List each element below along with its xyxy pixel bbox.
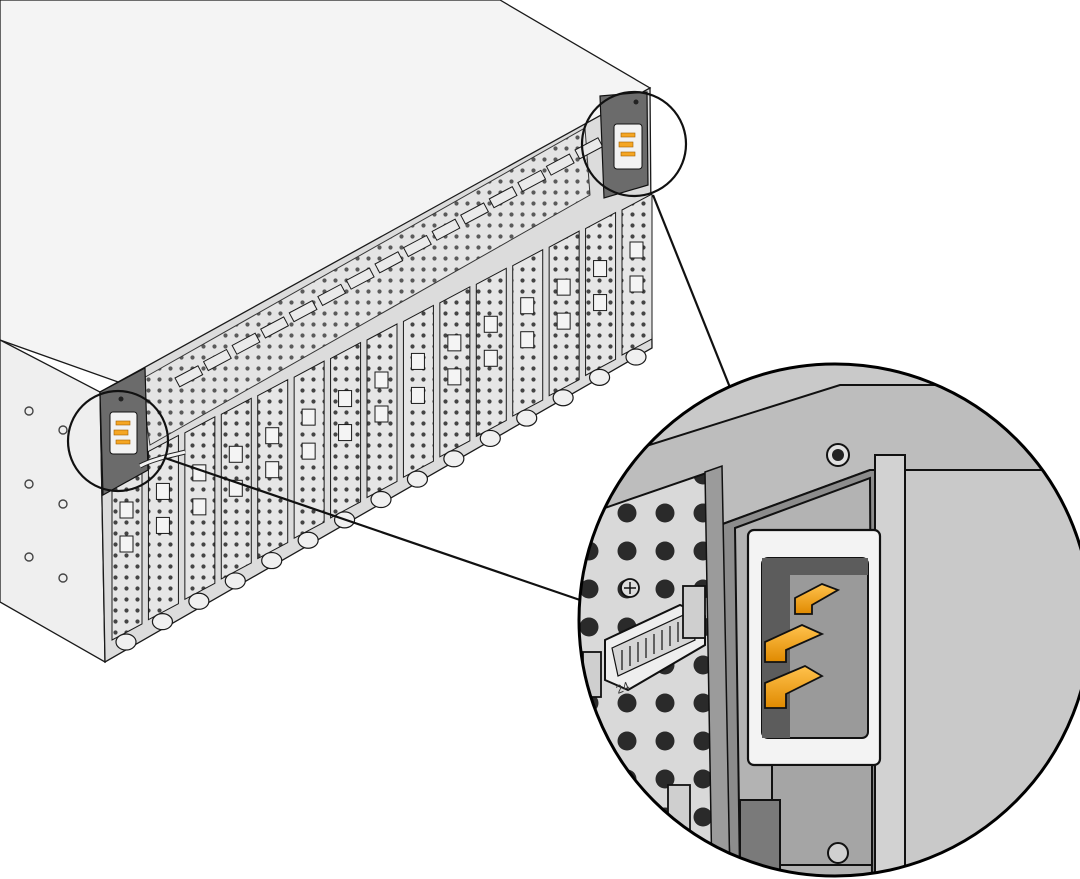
- network-port: [410, 386, 425, 404]
- network-port: [374, 405, 389, 423]
- network-port: [119, 501, 134, 519]
- upper-connector: [317, 283, 347, 307]
- callout-markers: [66, 90, 735, 602]
- leader-line-left: [164, 456, 581, 602]
- card-thumbscrew: [224, 572, 246, 590]
- network-port: [556, 278, 571, 296]
- card-thumbscrew: [188, 592, 210, 610]
- magnified-view: 24: [577, 362, 1080, 878]
- upper-connector: [174, 365, 204, 388]
- upper-connector: [431, 218, 461, 241]
- side-screw-holes: [24, 406, 68, 583]
- io-card: [621, 193, 653, 356]
- io-card-slots: [111, 137, 653, 651]
- network-port: [301, 442, 316, 460]
- callout-circle-right: [580, 90, 688, 198]
- network-port: [593, 294, 608, 312]
- upper-connector: [260, 316, 290, 339]
- network-port: [374, 371, 389, 389]
- card-thumbscrew: [370, 490, 392, 509]
- upper-connector: [545, 153, 575, 176]
- leader-line-right: [651, 194, 735, 396]
- network-port: [447, 334, 462, 352]
- port-number-label: 24: [614, 679, 632, 697]
- ac-power-inlet-icon: [113, 420, 131, 445]
- ac-power-inlet-icon: [764, 583, 841, 709]
- upper-connector: [202, 348, 232, 372]
- card-thumbscrew: [588, 368, 611, 386]
- network-port: [265, 461, 280, 479]
- network-port: [483, 349, 498, 367]
- magnifier-circle: [577, 362, 1080, 878]
- card-thumbscrew: [297, 531, 319, 549]
- card-thumbscrew: [443, 450, 465, 468]
- power-inlet-left: [99, 367, 186, 497]
- upper-connector: [288, 299, 318, 323]
- network-port: [192, 498, 207, 516]
- upper-connector: [402, 234, 432, 258]
- ac-power-inlet-icon: [618, 132, 636, 157]
- upper-connector: [374, 251, 404, 274]
- sfp-port: 24: [582, 585, 706, 698]
- network-port: [155, 482, 170, 500]
- network-port: [155, 516, 170, 534]
- chassis-side: [0, 339, 106, 664]
- callout-circle-left: [66, 389, 170, 493]
- network-port: [520, 297, 535, 315]
- upper-connector: [231, 332, 261, 355]
- card-thumbscrew: [479, 429, 501, 448]
- network-port: [483, 315, 498, 333]
- upper-connector: [345, 267, 375, 290]
- upper-connector: [517, 169, 547, 193]
- card-thumbscrew: [552, 389, 574, 407]
- network-port: [265, 427, 280, 445]
- card-thumbscrew: [406, 470, 429, 488]
- network-port: [119, 535, 134, 553]
- card-thumbscrew: [151, 613, 174, 631]
- network-port: [520, 331, 535, 349]
- card-thumbscrew: [625, 348, 647, 366]
- network-port: [593, 260, 608, 278]
- network-port: [301, 408, 316, 426]
- network-port: [629, 241, 644, 259]
- network-port: [338, 390, 353, 408]
- network-port: [447, 368, 462, 386]
- power-inlet-right: [599, 91, 649, 199]
- upper-connector: [460, 202, 490, 225]
- card-thumbscrew: [115, 633, 137, 651]
- network-port: [338, 424, 353, 442]
- upper-connector: [488, 185, 518, 209]
- io-card: [585, 211, 617, 377]
- network-port: [228, 445, 243, 463]
- network-port: [410, 352, 425, 370]
- card-thumbscrew: [516, 409, 538, 427]
- card-thumbscrew: [261, 551, 283, 570]
- network-port: [556, 312, 571, 330]
- network-port: [629, 275, 644, 293]
